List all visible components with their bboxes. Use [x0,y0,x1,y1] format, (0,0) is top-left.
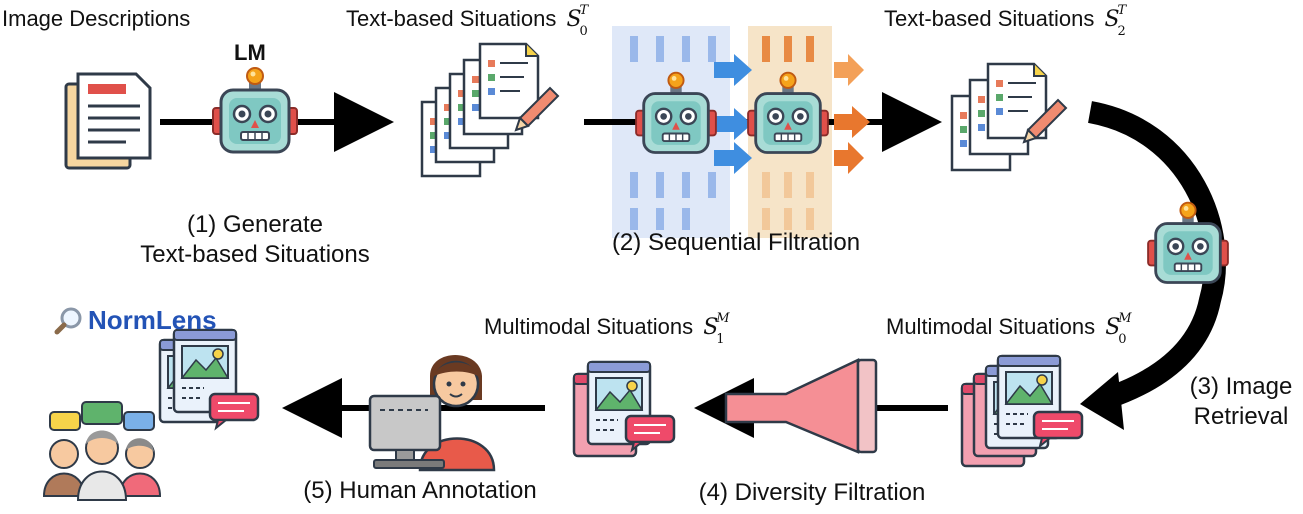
step-3-caption: (3) Image Retrieval [1189,373,1293,430]
lm-label: LM [234,40,266,65]
notes-stack-icon [950,62,1067,172]
arrow-image-retrieval [1087,101,1226,409]
document-icon [64,72,152,170]
image-window-icon [960,354,1084,468]
normlens-brand: NormLens [54,305,217,336]
annotator-person-icon [368,355,496,472]
robot-icon [211,66,299,154]
funnel-icon [724,358,878,454]
people-group-icon [42,401,162,501]
orange-filter-arrows [834,54,870,174]
blue-filter-arrows [714,54,752,174]
image-window-icon [572,360,676,458]
magnifier-icon [54,307,82,334]
image-window-icon [158,328,260,430]
image-descriptions-label: Image Descriptions [2,6,191,31]
step-4-caption: (4) Diversity Filtration [698,479,926,506]
step-1-caption: (1) Generate Text-based Situations [140,211,370,268]
notes-stack-icon [420,42,559,178]
step-5-caption: (5) Human Annotation [303,477,537,504]
step-2-caption: (2) Sequential Filtration [611,229,861,256]
